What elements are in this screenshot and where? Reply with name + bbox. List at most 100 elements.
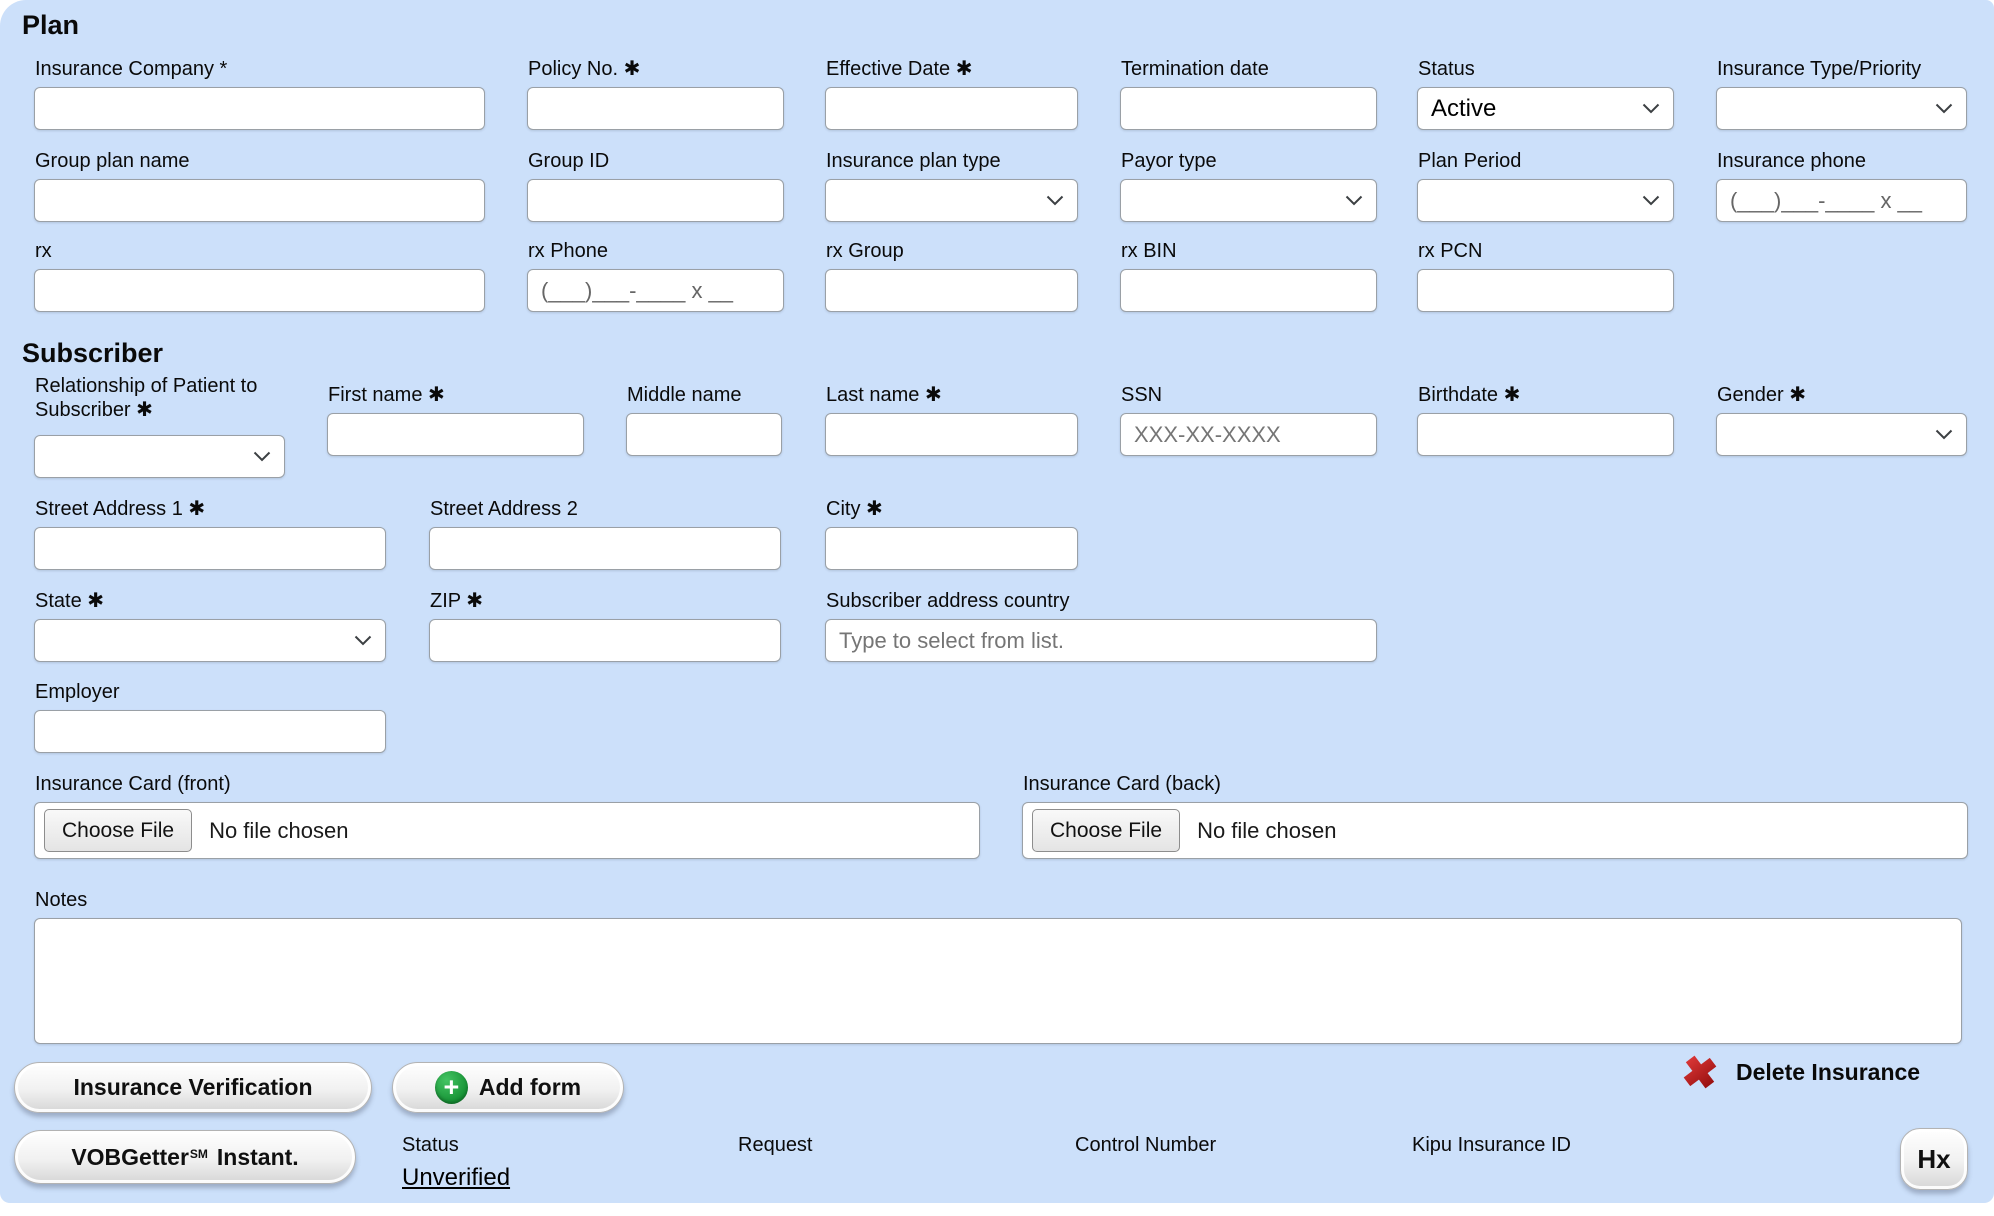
notes-label: Notes bbox=[35, 889, 88, 911]
chevron-down-icon bbox=[1935, 103, 1953, 114]
add-form-button-label: Add form bbox=[478, 1074, 582, 1100]
notes-textarea[interactable] bbox=[34, 918, 1962, 1044]
insurance-verification-button[interactable]: Insurance Verification bbox=[14, 1062, 372, 1113]
insurance-verification-button-label: Insurance Verification bbox=[73, 1074, 313, 1100]
group-id-input[interactable] bbox=[527, 179, 784, 222]
rx-input[interactable] bbox=[34, 269, 485, 312]
verification-status-link[interactable]: Unverified bbox=[402, 1164, 511, 1191]
city-input[interactable] bbox=[825, 527, 1078, 570]
first-name-input[interactable] bbox=[327, 413, 584, 456]
zip-label: ZIP ✱ bbox=[430, 590, 484, 612]
state-select[interactable] bbox=[34, 619, 386, 662]
zip-input[interactable] bbox=[429, 619, 781, 662]
insurance-company-input[interactable] bbox=[34, 87, 485, 130]
state-label: State ✱ bbox=[35, 590, 105, 612]
group-id-label: Group ID bbox=[528, 150, 610, 172]
field-effective-date: Effective Date ✱ bbox=[825, 57, 1078, 130]
field-relationship: Relationship of Patient to Subscriber ✱ bbox=[34, 374, 285, 478]
rx-bin-label: rx BIN bbox=[1121, 240, 1177, 262]
field-termination-date: Termination date bbox=[1120, 57, 1377, 130]
status-select-value: Active bbox=[1431, 94, 1497, 122]
delete-insurance-button[interactable]: Delete Insurance bbox=[1678, 1050, 1920, 1094]
insurance-type-label: Insurance Type/Priority bbox=[1717, 58, 1922, 80]
street-address-1-input[interactable] bbox=[34, 527, 386, 570]
plan-section-heading: Plan bbox=[22, 10, 80, 40]
field-group-id: Group ID bbox=[527, 149, 784, 222]
birthdate-label: Birthdate ✱ bbox=[1418, 384, 1521, 406]
delete-insurance-label[interactable]: Delete Insurance bbox=[1736, 1058, 1921, 1085]
chevron-down-icon bbox=[1642, 195, 1660, 206]
field-rx-pcn: rx PCN bbox=[1417, 239, 1674, 312]
field-middle-name: Middle name bbox=[626, 383, 782, 456]
plan-period-select[interactable] bbox=[1417, 179, 1674, 222]
field-street-address-1: Street Address 1 ✱ bbox=[34, 497, 386, 570]
insurance-phone-input[interactable] bbox=[1716, 179, 1967, 222]
insurance-card-front-file-input[interactable]: Choose File No file chosen bbox=[34, 802, 980, 859]
termination-date-input[interactable] bbox=[1120, 87, 1377, 130]
effective-date-label: Effective Date ✱ bbox=[826, 58, 973, 80]
field-street-address-2: Street Address 2 bbox=[429, 497, 781, 570]
insurance-card-back-file-input[interactable]: Choose File No file chosen bbox=[1022, 802, 1968, 859]
insurance-plan-type-select[interactable] bbox=[825, 179, 1078, 222]
payor-type-label: Payor type bbox=[1121, 150, 1217, 172]
add-form-button[interactable]: + Add form bbox=[392, 1062, 624, 1113]
effective-date-input[interactable] bbox=[825, 87, 1078, 130]
policy-no-label: Policy No. ✱ bbox=[528, 58, 641, 80]
field-rx-group: rx Group bbox=[825, 239, 1078, 312]
rx-pcn-input[interactable] bbox=[1417, 269, 1674, 312]
hx-button[interactable]: Hx bbox=[1900, 1128, 1968, 1190]
subscriber-country-label: Subscriber address country bbox=[826, 590, 1070, 612]
subscriber-section-heading: Subscriber bbox=[22, 338, 164, 368]
last-name-input[interactable] bbox=[825, 413, 1078, 456]
field-payor-type: Payor type bbox=[1120, 149, 1377, 222]
rx-group-label: rx Group bbox=[826, 240, 904, 262]
insurance-company-label: Insurance Company * bbox=[35, 58, 228, 80]
chevron-down-icon bbox=[253, 451, 271, 462]
street-address-2-input[interactable] bbox=[429, 527, 781, 570]
rx-phone-input[interactable] bbox=[527, 269, 784, 312]
field-group-plan-name: Group plan name bbox=[34, 149, 485, 222]
relationship-select[interactable] bbox=[34, 435, 285, 478]
chevron-down-icon bbox=[354, 635, 372, 646]
rx-label: rx bbox=[35, 240, 52, 262]
file-chosen-text: No file chosen bbox=[1197, 817, 1337, 843]
field-policy-no: Policy No. ✱ bbox=[527, 57, 784, 130]
rx-bin-input[interactable] bbox=[1120, 269, 1377, 312]
verification-status-label: Status bbox=[402, 1134, 459, 1156]
rx-pcn-label: rx PCN bbox=[1418, 240, 1483, 262]
field-subscriber-country: Subscriber address country bbox=[825, 589, 1377, 662]
choose-file-button[interactable]: Choose File bbox=[1032, 809, 1181, 852]
field-rx: rx bbox=[34, 239, 485, 312]
group-plan-name-input[interactable] bbox=[34, 179, 485, 222]
field-insurance-card-front: Insurance Card (front) Choose File No fi… bbox=[34, 772, 980, 859]
field-zip: ZIP ✱ bbox=[429, 589, 781, 662]
field-notes: Notes bbox=[34, 888, 1962, 1049]
employer-input[interactable] bbox=[34, 710, 386, 753]
policy-no-input[interactable] bbox=[527, 87, 784, 130]
field-rx-bin: rx BIN bbox=[1120, 239, 1377, 312]
delete-x-icon[interactable] bbox=[1678, 1050, 1722, 1094]
birthdate-input[interactable] bbox=[1417, 413, 1674, 456]
ssn-input[interactable] bbox=[1120, 413, 1377, 456]
field-status: Status Active bbox=[1417, 57, 1674, 130]
middle-name-input[interactable] bbox=[626, 413, 782, 456]
city-label: City ✱ bbox=[826, 498, 883, 520]
field-plan-period: Plan Period bbox=[1417, 149, 1674, 222]
gender-select[interactable] bbox=[1716, 413, 1967, 456]
field-insurance-company: Insurance Company * bbox=[34, 57, 485, 130]
chevron-down-icon bbox=[1046, 195, 1064, 206]
relationship-label: Relationship of Patient to Subscriber ✱ bbox=[35, 375, 258, 421]
field-birthdate: Birthdate ✱ bbox=[1417, 383, 1674, 456]
hx-button-label: Hx bbox=[1917, 1143, 1951, 1174]
ssn-label: SSN bbox=[1121, 384, 1163, 406]
chevron-down-icon bbox=[1345, 195, 1363, 206]
choose-file-button[interactable]: Choose File bbox=[44, 809, 193, 852]
field-last-name: Last name ✱ bbox=[825, 383, 1078, 456]
status-select[interactable]: Active bbox=[1417, 87, 1674, 130]
file-chosen-text: No file chosen bbox=[209, 817, 349, 843]
insurance-type-select[interactable] bbox=[1716, 87, 1967, 130]
payor-type-select[interactable] bbox=[1120, 179, 1377, 222]
rx-group-input[interactable] bbox=[825, 269, 1078, 312]
subscriber-country-input[interactable] bbox=[825, 619, 1377, 662]
